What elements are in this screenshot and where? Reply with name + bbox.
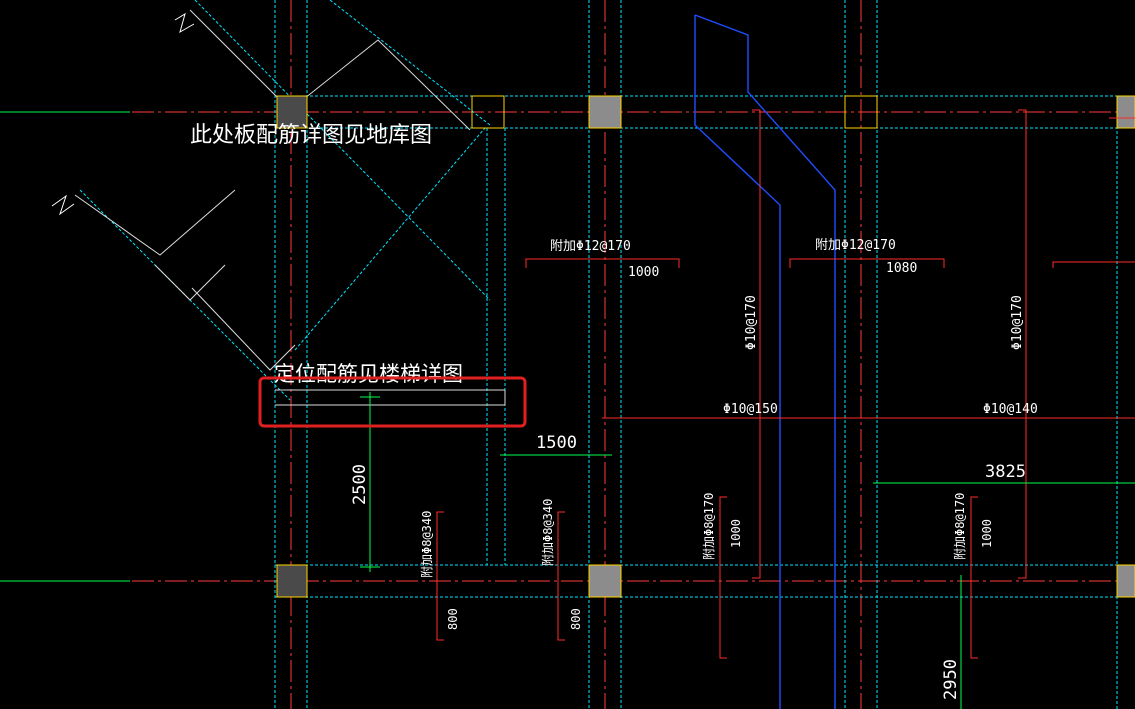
- dim-1500: 1500: [536, 433, 577, 453]
- rebar-labels: 附加Φ12@170 附加Φ12@170 Φ10@150 Φ10@140 Φ10@…: [420, 238, 1038, 578]
- column-outline: [844, 95, 878, 129]
- rebar-label-top-b: 附加Φ12@170: [815, 238, 896, 253]
- dim-2950: 2950: [941, 659, 961, 700]
- dim-1080: 1080: [886, 261, 917, 276]
- rebar-label-bot-d: 附加Φ8@170: [953, 493, 967, 560]
- column-outline: [471, 95, 505, 129]
- rebar-label-span-b: Φ10@140: [983, 402, 1038, 417]
- stair-outline: [51, 9, 506, 406]
- dim-1000-a: 1000: [628, 265, 659, 280]
- dim-2500: 2500: [350, 464, 370, 505]
- rebar-label-bot-a: 附加Φ8@340: [420, 511, 434, 578]
- green-guides: [0, 111, 130, 582]
- rebar-label-bot-b: 附加Φ8@340: [541, 499, 555, 566]
- dim-1000-b: 1000: [729, 519, 743, 548]
- rebar-label-bot-c: 附加Φ8@170: [702, 493, 716, 560]
- rebar-label-vert-b: Φ10@170: [1010, 295, 1025, 350]
- slab-note: 此处板配筋详图见地库图: [190, 123, 432, 148]
- columns: [276, 95, 1135, 598]
- rebar-label-vert-a: Φ10@170: [744, 295, 759, 350]
- dimension-lines: [360, 392, 1135, 709]
- column-hatched: [276, 95, 308, 129]
- dim-1000-c: 1000: [980, 519, 994, 548]
- rebar-label-span-a: Φ10@150: [723, 402, 778, 417]
- column-hatched: [276, 564, 308, 598]
- column-grey: [1116, 95, 1135, 129]
- column-grey: [1116, 564, 1135, 598]
- column-grey: [588, 95, 622, 129]
- dim-800-b: 800: [569, 608, 583, 630]
- dimension-labels: 1000 1080 1500 2500 3825 800 800 1000 10…: [350, 261, 1026, 700]
- beam-lines: [79, 0, 1135, 709]
- rebar-label-top-a: 附加Φ12@170: [550, 239, 631, 254]
- pipe-line: [694, 14, 836, 709]
- dim-800-a: 800: [446, 608, 460, 630]
- notes: 此处板配筋详图见地库图 定位配筋见楼梯详图: [190, 123, 463, 386]
- stair-note: 定位配筋见楼梯详图: [274, 362, 463, 386]
- dim-3825: 3825: [985, 462, 1026, 482]
- rebar-lines: [436, 109, 1135, 659]
- highlight-box: [258, 376, 527, 428]
- column-grey: [588, 564, 622, 598]
